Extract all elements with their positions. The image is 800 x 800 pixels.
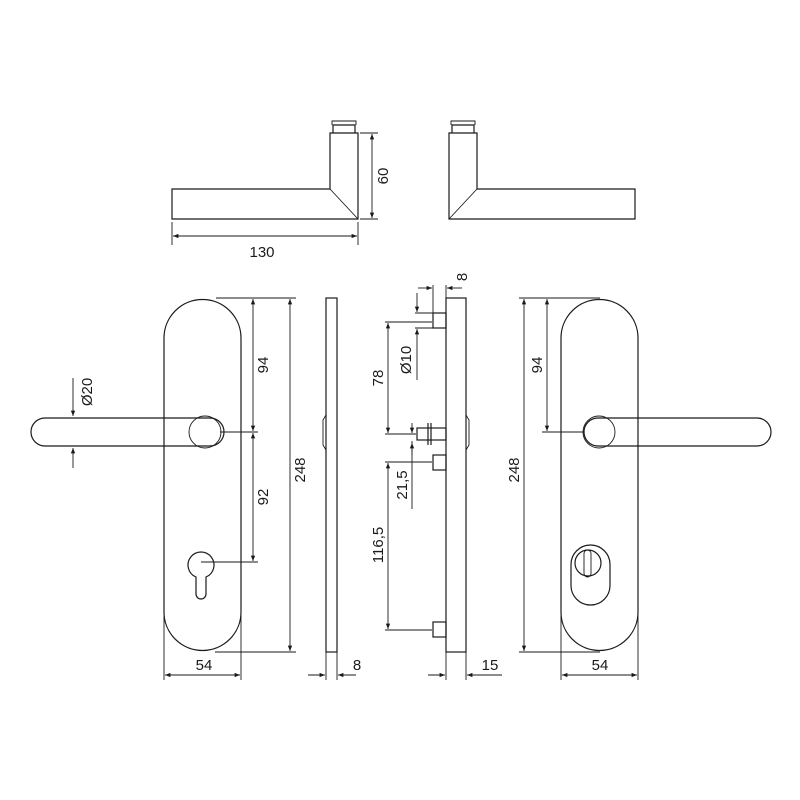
plate-thickness-15-label: 15 [482, 657, 499, 674]
lever-length-label: 130 [249, 244, 274, 261]
handle-to-top-right-label: 94 [529, 357, 546, 374]
spindle-to-fixing-label: 21,5 [394, 470, 411, 499]
section-view: 8 Ø10 78 21,5 116,5 15 [370, 273, 502, 680]
lever-side-view-right [448, 120, 636, 220]
plate-height-label: 248 [292, 457, 309, 482]
handle-to-keyhole-label: 92 [255, 489, 272, 506]
plate-side-view: 8 [308, 297, 361, 680]
front-view-left: Ø20 94 92 248 54 [30, 297, 309, 680]
fixing-to-spindle-label: 78 [370, 370, 387, 387]
lever-side-view-left: 60 130 [171, 120, 392, 261]
outer-thickness-label: 8 [454, 273, 471, 281]
fixing-spacing-label: 116,5 [370, 527, 387, 563]
handle-diameter-label: Ø20 [79, 378, 96, 406]
plate-thickness-label: 8 [353, 657, 361, 674]
spindle-diameter-label: Ø10 [398, 346, 415, 374]
plate-height-right-label: 248 [506, 457, 523, 482]
plate-width-right-label: 54 [592, 657, 609, 674]
front-view-right: 248 94 54 [506, 297, 772, 680]
handle-to-top-label: 94 [255, 357, 272, 374]
plate-width-label: 54 [196, 657, 213, 674]
lever-height-label: 60 [375, 168, 392, 185]
